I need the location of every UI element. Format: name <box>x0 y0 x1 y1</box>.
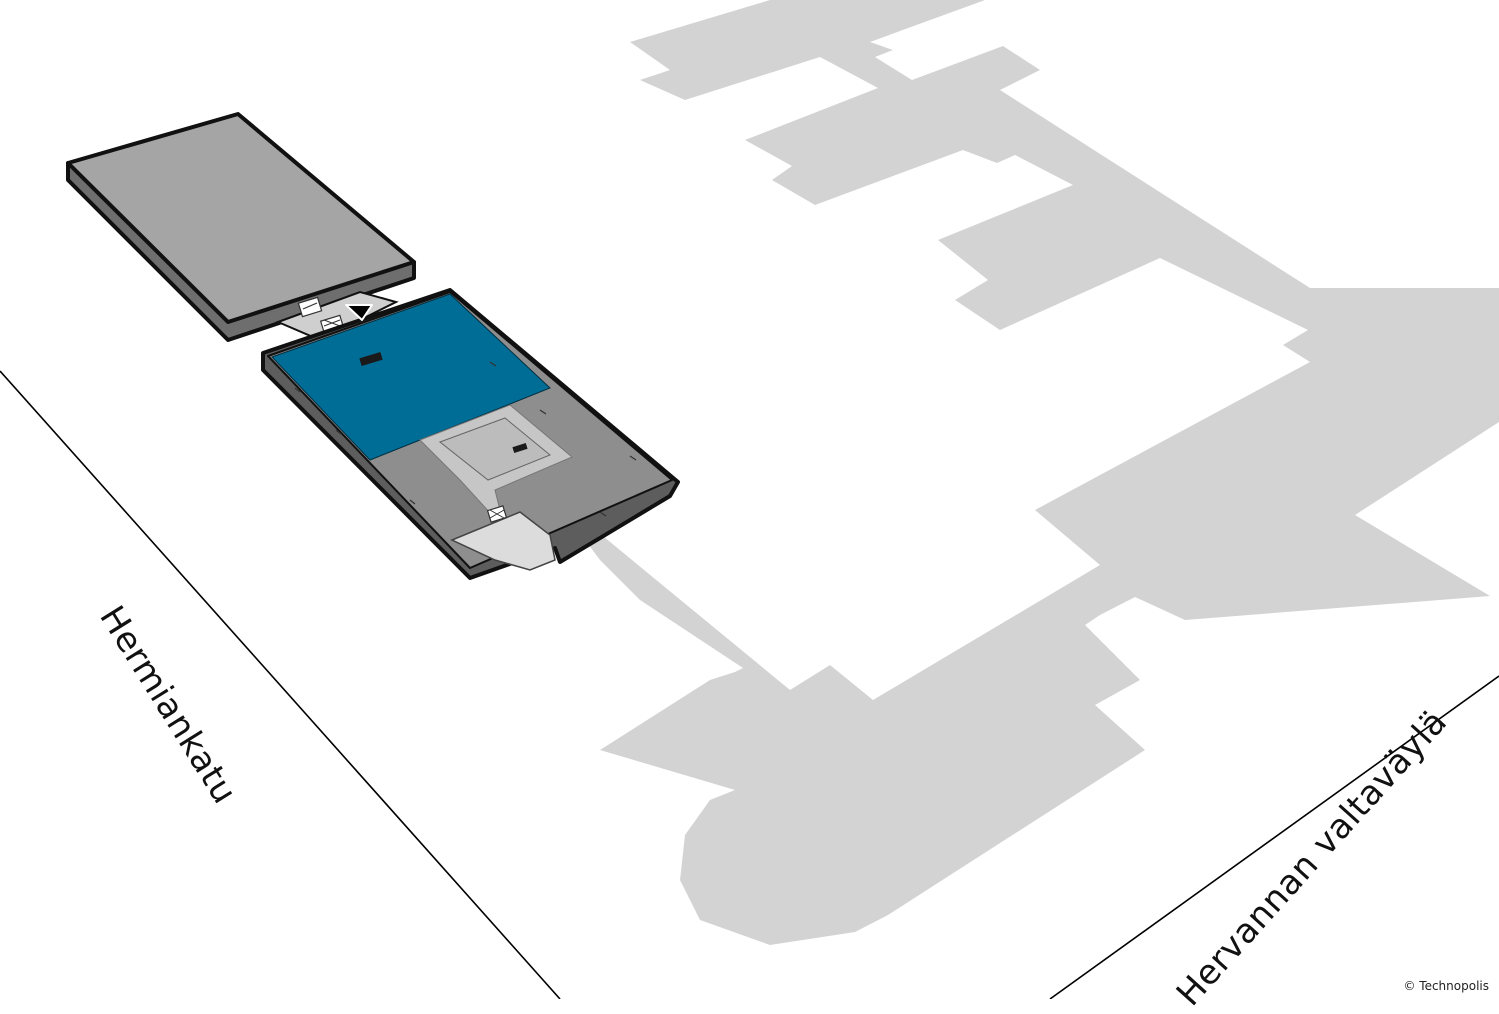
main-building <box>261 288 680 580</box>
stair-icon-south-mark <box>489 509 505 519</box>
detached-building <box>66 112 416 342</box>
road-hermiankatu-line <box>0 370 561 999</box>
location-marker <box>345 304 373 321</box>
copyright-notice: © Technopolis <box>1403 979 1489 993</box>
road-hervanta-line <box>1049 675 1499 999</box>
campus-main-complex <box>585 0 1499 945</box>
stair-icon-top <box>297 296 323 318</box>
neighbouring-campus <box>585 0 1499 945</box>
corridor-inner <box>438 417 551 481</box>
south-entrance <box>450 511 556 571</box>
highlighted-area <box>271 293 551 461</box>
marker-triangle <box>345 304 373 321</box>
blue-area-feature <box>359 351 383 367</box>
corridor-feature <box>512 442 528 454</box>
stair-icon-top-mark <box>302 302 318 310</box>
detached-building-roof <box>66 112 416 324</box>
wall-details <box>294 361 637 517</box>
stair-icon-bottom-mark <box>323 319 341 327</box>
